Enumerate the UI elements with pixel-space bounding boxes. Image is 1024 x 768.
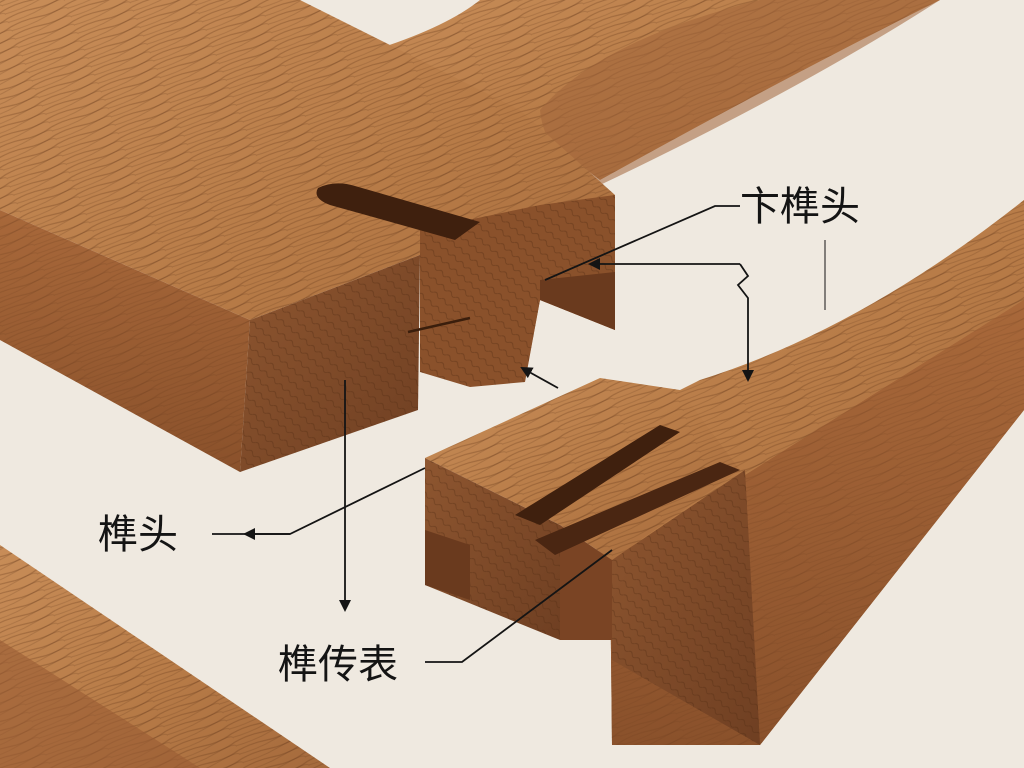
right-tenon [425, 378, 740, 640]
label-bottom: 榫传表 [278, 642, 398, 688]
label-top-right: 卞榫头 [740, 184, 860, 230]
back-beam [300, 0, 940, 185]
leader-small-arrow [520, 367, 559, 389]
bottom-left-beam [0, 545, 330, 768]
label-middle-left: 榫头 [98, 512, 178, 558]
upper-left-beam [0, 0, 615, 472]
leader-bottom [425, 549, 613, 663]
leader-top-right-3 [736, 263, 754, 382]
annotation-lines [212, 205, 826, 663]
leader-top-right-1 [544, 205, 740, 281]
